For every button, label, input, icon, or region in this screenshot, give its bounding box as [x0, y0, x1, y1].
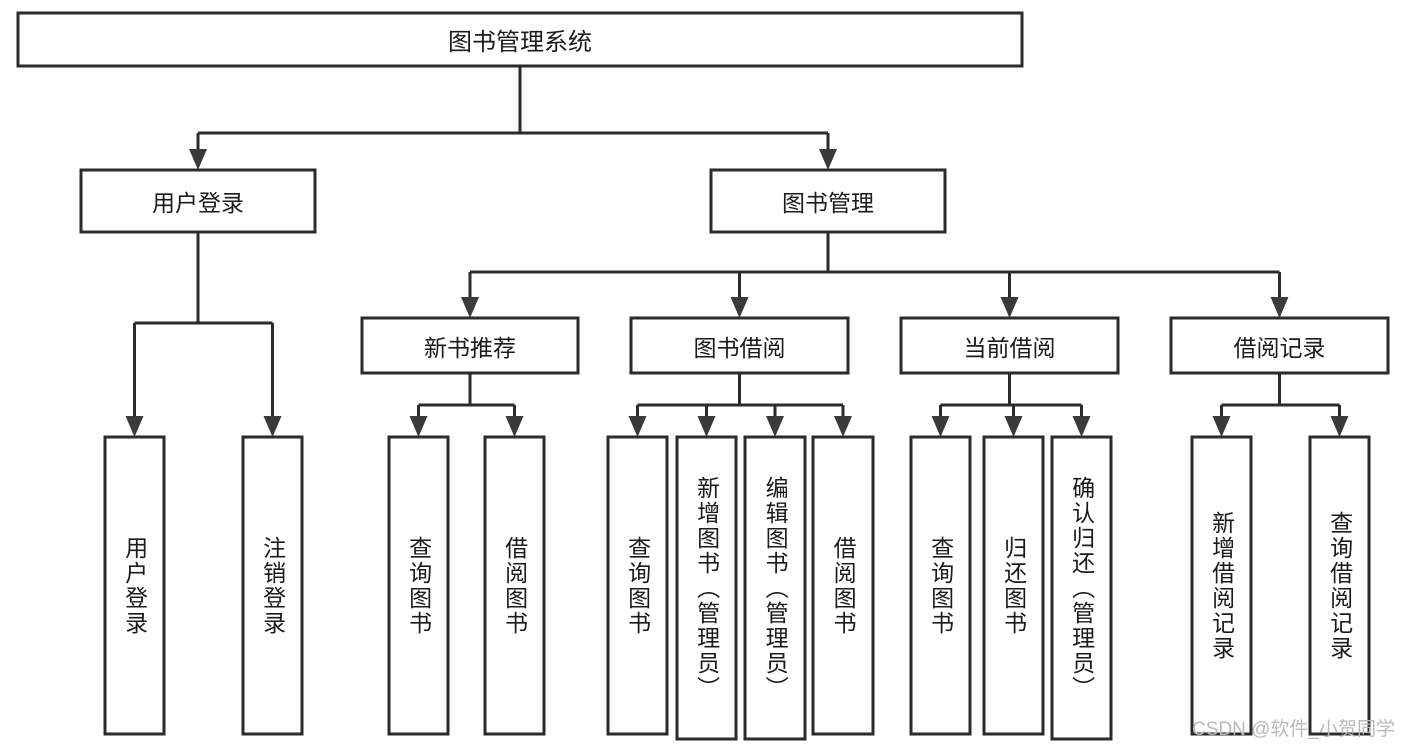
- arrow-head-icon: [1004, 416, 1023, 437]
- arrow-head-icon: [730, 297, 749, 318]
- arrow-head-icon: [628, 416, 647, 437]
- arrow-head-icon: [409, 416, 428, 437]
- node-box-leaf-user-logout[interactable]: [241, 435, 304, 736]
- node-box-book-borrow[interactable]: [629, 316, 850, 375]
- node-box-leaf-query-book-current[interactable]: [909, 435, 972, 736]
- node-box-leaf-add-book-admin[interactable]: [675, 435, 738, 741]
- connector-layer: [125, 66, 1349, 437]
- arrow-head-icon: [1330, 416, 1349, 437]
- arrow-head-icon: [819, 149, 837, 170]
- node-box-leaf-query-book-borrow[interactable]: [606, 435, 669, 736]
- arrow-head-icon: [189, 149, 207, 170]
- node-box-leaf-query-borrow-record[interactable]: [1308, 435, 1371, 736]
- arrow-head-icon: [697, 416, 716, 437]
- node-box-current-borrow[interactable]: [899, 316, 1120, 375]
- arrow-head-icon: [931, 416, 950, 437]
- node-box-leaf-add-borrow-record[interactable]: [1190, 435, 1253, 736]
- arrow-head-icon: [1212, 416, 1231, 437]
- node-box-leaf-user-login[interactable]: [103, 435, 166, 736]
- node-box-leaf-borrow-book[interactable]: [811, 435, 875, 736]
- arrow-head-icon: [461, 297, 479, 318]
- node-box-borrow-record[interactable]: [1169, 316, 1390, 375]
- node-box-new-book-recommend[interactable]: [360, 316, 580, 375]
- arrow-head-icon: [1072, 416, 1091, 437]
- node-box-root[interactable]: [16, 11, 1024, 68]
- arrow-head-icon: [834, 416, 852, 437]
- arrow-head-icon: [1000, 297, 1019, 318]
- arrow-head-icon: [1270, 297, 1289, 318]
- arrow-head-icon: [125, 416, 144, 437]
- node-box-leaf-edit-book-admin[interactable]: [743, 435, 807, 741]
- node-box-leaf-confirm-return-admin[interactable]: [1050, 435, 1113, 741]
- arrow-head-icon: [263, 416, 282, 437]
- node-box-layer: [16, 11, 1390, 741]
- node-box-book-manage[interactable]: [709, 168, 947, 234]
- node-box-leaf-query-book-rec[interactable]: [387, 435, 450, 736]
- arrow-head-icon: [766, 416, 784, 437]
- node-box-leaf-borrow-book-rec[interactable]: [483, 435, 546, 736]
- arrow-head-icon: [505, 416, 524, 437]
- node-box-user-login[interactable]: [79, 168, 317, 234]
- node-box-leaf-return-book[interactable]: [982, 435, 1045, 736]
